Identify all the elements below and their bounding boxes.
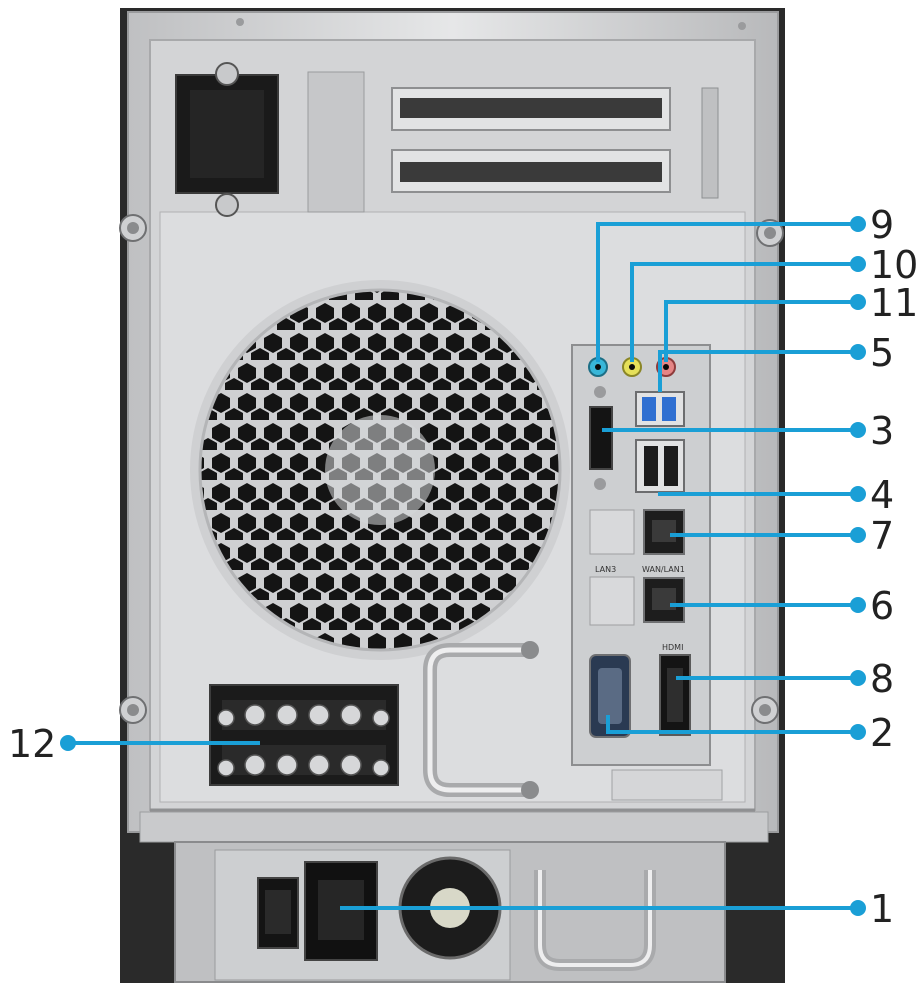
serial-port [589, 654, 631, 738]
usb2-ports [635, 439, 685, 493]
callout-8: 8 [870, 657, 894, 701]
fan-grille [190, 280, 570, 660]
hdmi-port [659, 654, 691, 736]
callout-3: 3 [870, 409, 894, 453]
usb3-ports [635, 391, 685, 427]
callout-line-10 [630, 262, 858, 362]
callout-4: 4 [870, 473, 894, 517]
rear-handle [423, 641, 539, 799]
lan3-label: LAN3 [595, 565, 616, 574]
callout-line-4 [658, 492, 858, 496]
callout-11: 11 [870, 281, 918, 325]
chassis-screws [119, 18, 784, 724]
callout-5: 5 [870, 331, 894, 375]
callout-10: 10 [870, 243, 918, 287]
callout-line-2 [606, 715, 858, 734]
callout-7: 7 [870, 514, 894, 558]
terminal-block [209, 684, 399, 786]
top-power-connector [175, 62, 279, 217]
callout-line-9 [596, 222, 858, 362]
callout-dots [60, 216, 866, 916]
power-supply-unit [174, 841, 726, 983]
callout-2: 2 [870, 711, 894, 755]
callout-12: 12 [8, 722, 56, 766]
callout-6: 6 [870, 584, 894, 628]
callout-line-5 [658, 350, 858, 392]
wan-lan1-label: WAN/LAN1 [642, 565, 685, 574]
callout-9: 9 [870, 203, 894, 247]
callout-1: 1 [870, 887, 894, 931]
callout-lines [68, 222, 858, 910]
callout-line-11 [664, 300, 858, 362]
expansion-slots [307, 71, 719, 213]
hdmi-label: HDMI [662, 643, 683, 652]
lan-ports [589, 509, 685, 626]
esata-port [589, 386, 613, 490]
